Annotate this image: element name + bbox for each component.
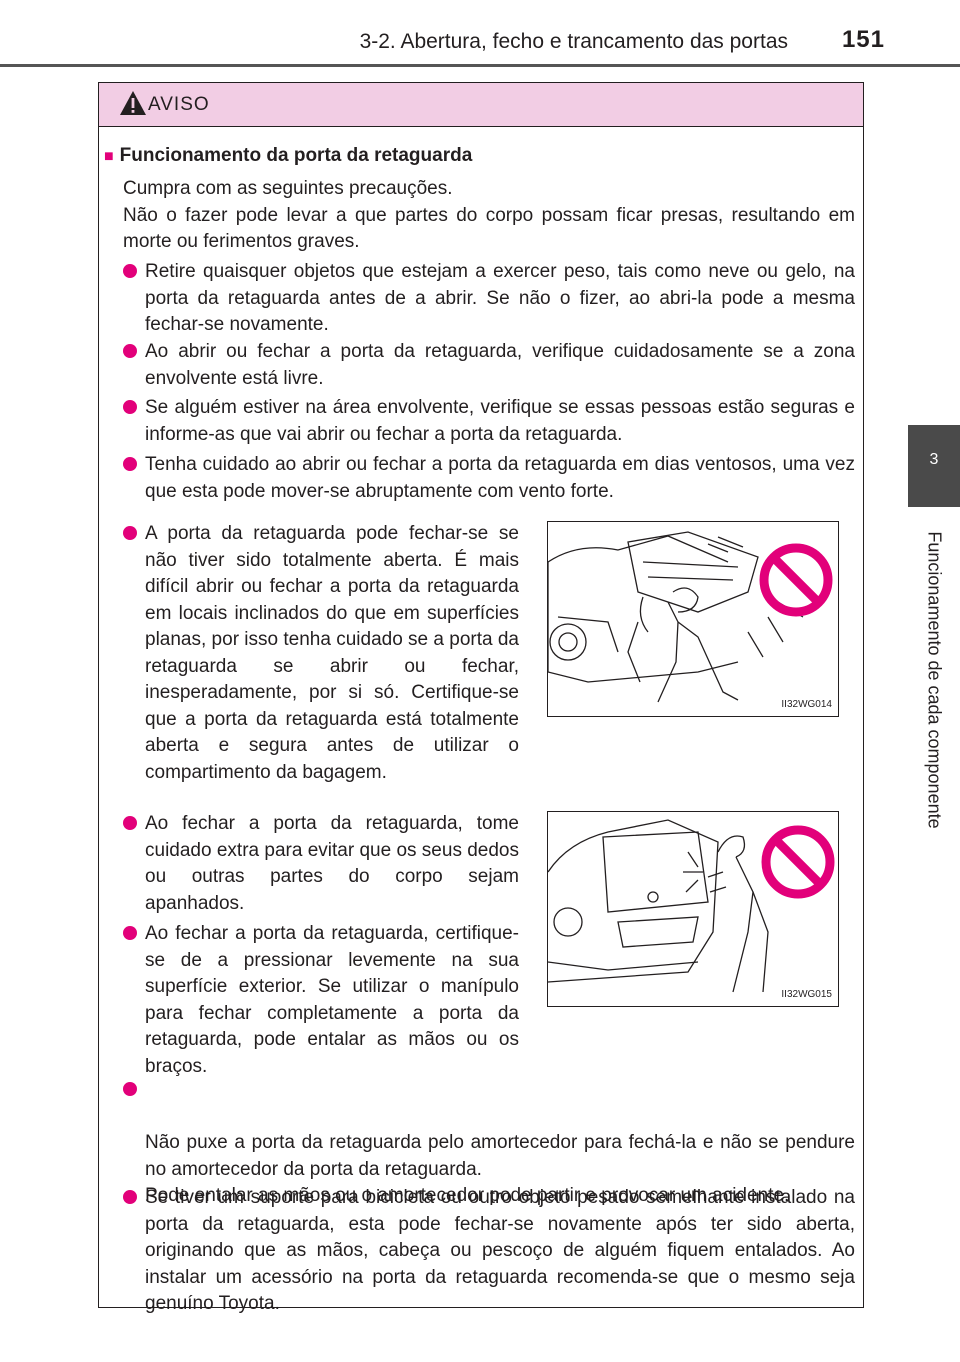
prohibition-icon — [761, 825, 835, 899]
bullet-item: Se tiver um suporte para bicicleta ou ou… — [123, 1185, 855, 1318]
figure-tailgate-open-illustration — [547, 531, 833, 703]
warning-triangle-icon — [120, 91, 146, 115]
chapter-tab: 3 — [908, 425, 960, 507]
bullet-text: Retire quaisquer objetos que estejam a e… — [145, 261, 855, 335]
bullet-item: Ao abrir ou fechar a porta da retaguarda… — [123, 339, 855, 392]
bullet-text: Ao abrir ou fechar a porta da retaguarda… — [145, 341, 855, 389]
bullet-dot — [123, 926, 137, 940]
bullet-item: Ao fechar a porta da retaguarda, tome cu… — [123, 811, 519, 917]
bullet-item: Tenha cuidado ao abrir ou fechar a porta… — [123, 452, 855, 505]
bullet-text: Tenha cuidado ao abrir ou fechar a porta… — [145, 454, 855, 502]
bullet-dot — [123, 264, 137, 278]
section-heading: ■ Funcionamento da porta da retaguarda — [104, 145, 472, 167]
bullet-item: Retire quaisquer objetos que estejam a e… — [123, 259, 855, 339]
bullet-dot — [123, 344, 137, 358]
chapter-title: 3-2. Abertura, fecho e trancamento das p… — [359, 30, 788, 53]
bullet-text: Não puxe a porta da retaguarda pelo amor… — [145, 1132, 855, 1206]
intro-paragraph: Cumpra com as seguintes precauções. Não … — [123, 178, 855, 252]
bullet-dot — [123, 400, 137, 414]
page-number: 151 — [841, 26, 885, 53]
warning-header: AVISO — [99, 83, 863, 127]
bullet-text: A porta da retaguarda pode fechar-se se … — [145, 523, 519, 783]
bullet-text: Ao fechar a porta da retaguarda, certifi… — [145, 923, 519, 1077]
bullet-text: Se tiver um suporte para bicicleta ou ou… — [145, 1187, 855, 1314]
bullet-item: A porta da retaguarda pode fechar-se se … — [123, 521, 519, 786]
bullet-dot — [123, 816, 137, 830]
chapter-tab-number: 3 — [929, 451, 939, 468]
bullet-dot — [123, 1082, 137, 1096]
bullet-item: Não puxe a porta da retaguarda pelo amor… — [123, 1077, 855, 1210]
warning-box: AVISO ■ Funcionamento da porta da retagua… — [98, 82, 864, 1314]
bullet-text: Se alguém estiver na área envolvente, ve… — [145, 397, 855, 445]
figure-code: II32WG015 — [781, 989, 832, 1000]
section-title: Funcionamento da porta da retaguarda — [119, 145, 473, 166]
bullet-item: Ao fechar a porta da retaguarda, certifi… — [123, 921, 519, 1080]
bullet-dot — [123, 457, 137, 471]
figure-tailgate-open: II32WG014 — [547, 521, 839, 717]
figure-tailgate-closing: II32WG015 — [547, 811, 839, 1007]
bullet-dot — [123, 1190, 137, 1204]
bullet-item: Se alguém estiver na área envolvente, ve… — [123, 395, 855, 448]
header-rule — [0, 64, 960, 67]
prohibition-icon — [759, 543, 833, 617]
page-header: 3-2. Abertura, fecho e trancamento das p… — [0, 0, 960, 70]
section-marker: ■ — [104, 148, 114, 165]
chapter-side-label-text: Funcionamento de cada componente — [924, 531, 945, 829]
bullet-dot — [123, 526, 137, 540]
figure-code: II32WG014 — [781, 699, 832, 710]
figure-tailgate-closing-illustration — [547, 819, 835, 993]
warning-label: AVISO — [148, 94, 210, 115]
bullet-text: Ao fechar a porta da retaguarda, tome cu… — [145, 813, 519, 914]
